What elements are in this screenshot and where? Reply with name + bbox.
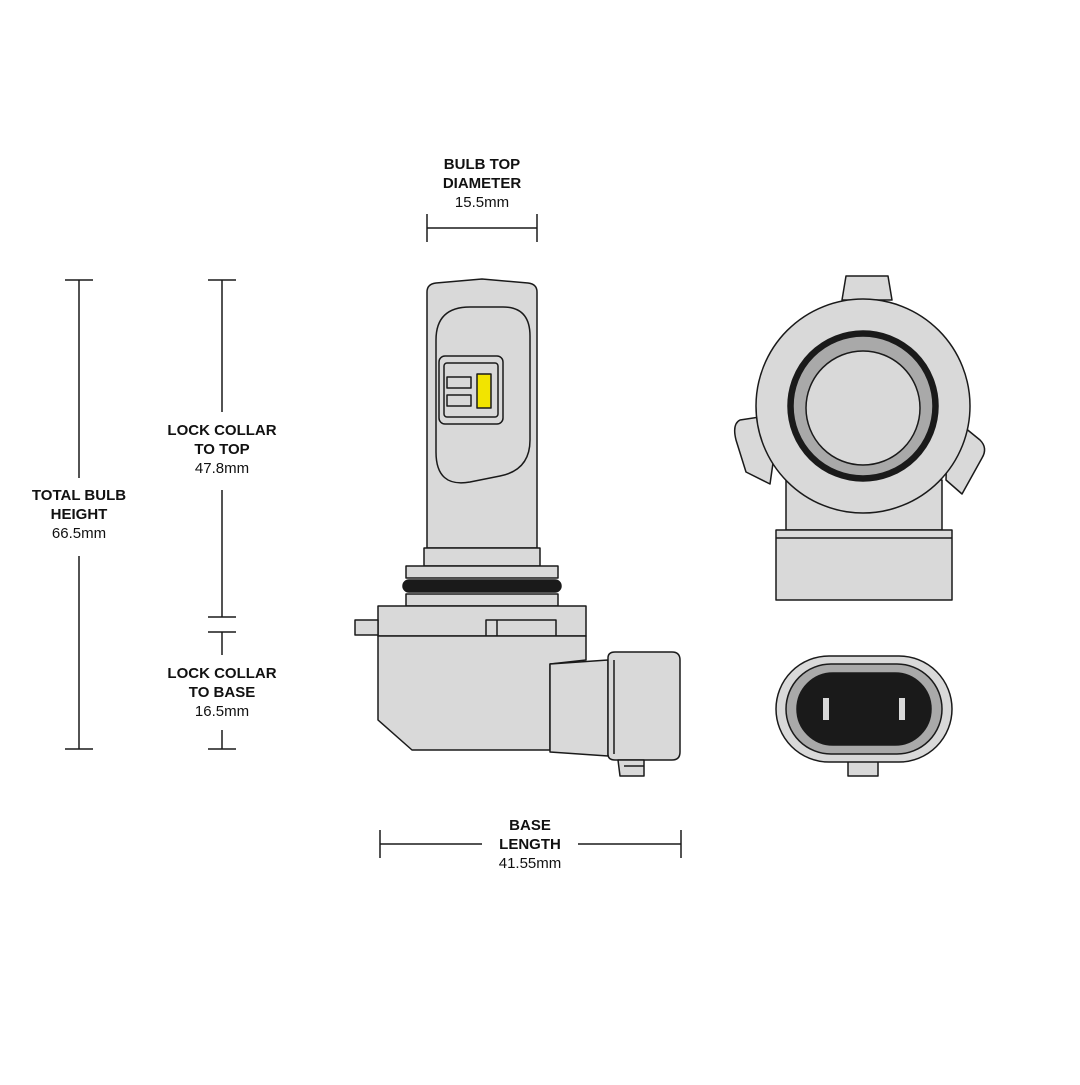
- lock-collar-to-base-line: [208, 631, 236, 750]
- bulb-neck: [423, 547, 541, 567]
- collar-flange: [405, 565, 559, 579]
- led-contact-bottom: [446, 394, 472, 407]
- led-chip-icon: [476, 373, 492, 409]
- o-ring: [402, 579, 562, 593]
- connector-face-socket: [796, 672, 932, 746]
- connector-pin-right: [899, 698, 905, 720]
- bulb-side-view: [354, 278, 681, 777]
- lock-collar-to-base-value: 16.5mm: [194, 703, 250, 720]
- bulb-top-diameter-title-2: DIAMETER: [442, 175, 522, 192]
- total-bulb-height-title-2: HEIGHT: [50, 506, 108, 523]
- base-length-title-1: BASE: [509, 817, 551, 834]
- top-view-lens: [805, 350, 921, 466]
- total-bulb-height-line: [65, 279, 93, 750]
- mount-tab-left: [354, 619, 379, 636]
- lock-collar-to-base-title-1: LOCK COLLAR: [167, 665, 277, 682]
- lock-collar-to-top-label: LOCK COLLAR TO TOP 47.8mm: [167, 421, 276, 478]
- lock-collar-to-top-value: 47.8mm: [194, 460, 250, 477]
- lock-collar-to-base-title-2: TO BASE: [188, 684, 256, 701]
- base-length-label: BASE LENGTH 41.55mm: [499, 816, 562, 873]
- connector-pin-left: [823, 698, 829, 720]
- total-bulb-height-label: TOTAL BULB HEIGHT 66.5mm: [32, 486, 126, 543]
- bulb-top-diameter-label: BULB TOP DIAMETER 15.5mm: [443, 155, 521, 212]
- led-contact-top: [446, 376, 472, 389]
- top-view-tab-top: [841, 275, 893, 301]
- base-length-line: [379, 830, 682, 858]
- connector-face-view: [775, 655, 953, 777]
- bulb-top-diameter-value: 15.5mm: [454, 194, 510, 211]
- total-bulb-height-value: 66.5mm: [51, 525, 107, 542]
- lock-collar-to-base-label: LOCK COLLAR TO BASE 16.5mm: [167, 664, 276, 721]
- lock-collar: [405, 593, 559, 607]
- base-length-value: 41.55mm: [498, 855, 562, 872]
- lock-collar-to-top-title-1: LOCK COLLAR: [167, 422, 277, 439]
- bulb-top-diameter-title-1: BULB TOP: [443, 156, 521, 173]
- base-length-title-2: LENGTH: [499, 836, 561, 853]
- dimension-lines: [65, 214, 682, 858]
- connector-latch: [617, 759, 645, 777]
- lock-collar-to-top-title-2: TO TOP: [194, 441, 250, 458]
- top-view-base: [775, 529, 953, 601]
- total-bulb-height-title-1: TOTAL BULB: [31, 487, 127, 504]
- bulb-top-diameter-line: [426, 214, 538, 242]
- connector-arm: [549, 659, 609, 757]
- bulb-top-view: [733, 275, 986, 601]
- connector-plug: [607, 651, 681, 761]
- lock-collar-to-top-line: [208, 279, 236, 618]
